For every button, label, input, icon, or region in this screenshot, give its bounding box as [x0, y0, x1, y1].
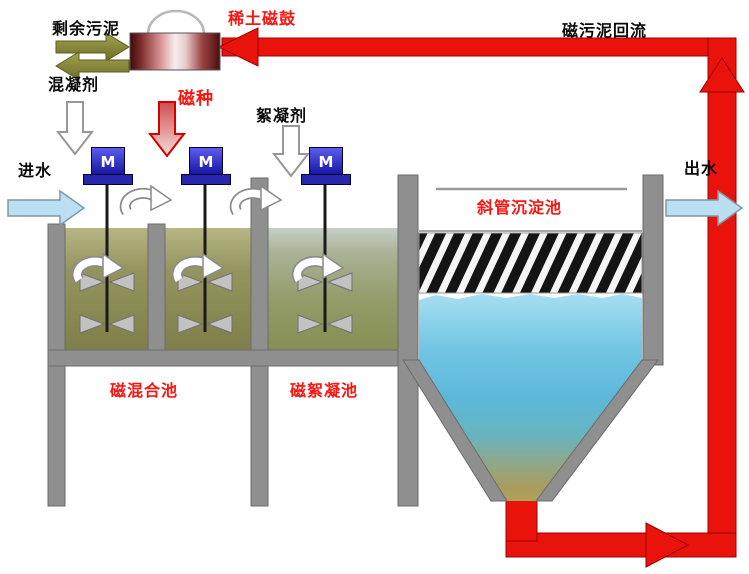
- stirrers: [79, 180, 353, 334]
- label-outlet-water: 出水: [684, 159, 719, 178]
- label-magnetic-drum: 稀土磁鼓: [228, 9, 297, 28]
- pipe-top-run: [221, 37, 737, 57]
- motor-3-label: M: [318, 152, 334, 171]
- label-excess-sludge: 剩余污泥: [52, 19, 121, 38]
- motor-1-label: M: [100, 152, 116, 171]
- dosing-arrows: [55, 32, 311, 178]
- motor-2: M: [189, 147, 223, 176]
- pipe-right-riser: [707, 37, 737, 558]
- sludge-feed-arrow-icon: [55, 32, 130, 62]
- motor-2-label: M: [198, 152, 214, 171]
- magnetic-seed-down-arrow-icon: [147, 101, 187, 158]
- drum-arc-icon: [146, 9, 206, 35]
- motor-1-base: [83, 174, 133, 185]
- settler-left-wall: [397, 174, 419, 507]
- flow-arrows: [7, 189, 744, 227]
- cone-wall-right: [534, 359, 660, 502]
- label-magnetic-seed: 磁种: [178, 89, 214, 109]
- settler-water: [419, 294, 642, 501]
- cone-wall-left: [402, 359, 508, 502]
- label-flocculation-tank: 磁絮凝池: [290, 381, 359, 400]
- label-flocculant: 絮凝剂: [256, 106, 308, 125]
- pipe-bottom-run: [505, 532, 737, 558]
- label-inlet-water: 进水: [18, 161, 53, 180]
- settler-right-wall: [642, 174, 664, 366]
- label-sludge-return: 磁污泥回流: [562, 21, 648, 40]
- outlet-arrow-icon: [665, 189, 744, 227]
- tank-bottom-slab: [47, 349, 419, 367]
- pipe-arrowhead-up-icon: [699, 57, 745, 93]
- motor-3: M: [309, 147, 343, 176]
- rotation-arrow-icon: [125, 186, 171, 212]
- motor-1: M: [91, 147, 125, 176]
- drum-body: [129, 32, 221, 71]
- label-coagulant: 混凝剂: [48, 75, 100, 94]
- divider-wall-2: [250, 177, 269, 507]
- label-mixing-tank: 磁混合池: [110, 381, 179, 400]
- motor-2-base: [181, 174, 231, 185]
- inclined-tubes-icon: [418, 232, 643, 294]
- pipe-arrowhead-right-icon: [645, 522, 690, 568]
- sludge-out-arrow-icon: [55, 51, 130, 81]
- inlet-arrow-icon: [7, 189, 86, 227]
- flocculation-tank-water: [268, 228, 398, 350]
- propeller-blades-icon: [79, 272, 353, 334]
- motor-3-base: [301, 174, 351, 185]
- pipe-arrowhead-left-icon: [217, 27, 259, 67]
- coagulant-down-arrow-icon: [55, 101, 95, 156]
- label-settling-tank: 斜管沉淀池: [477, 198, 563, 217]
- magnetic-drum: [129, 9, 221, 71]
- settling-tank: [402, 187, 660, 502]
- divider-wall-1: [147, 223, 166, 353]
- tank-structure: [47, 174, 664, 507]
- flocculant-down-arrow-icon: [271, 125, 311, 178]
